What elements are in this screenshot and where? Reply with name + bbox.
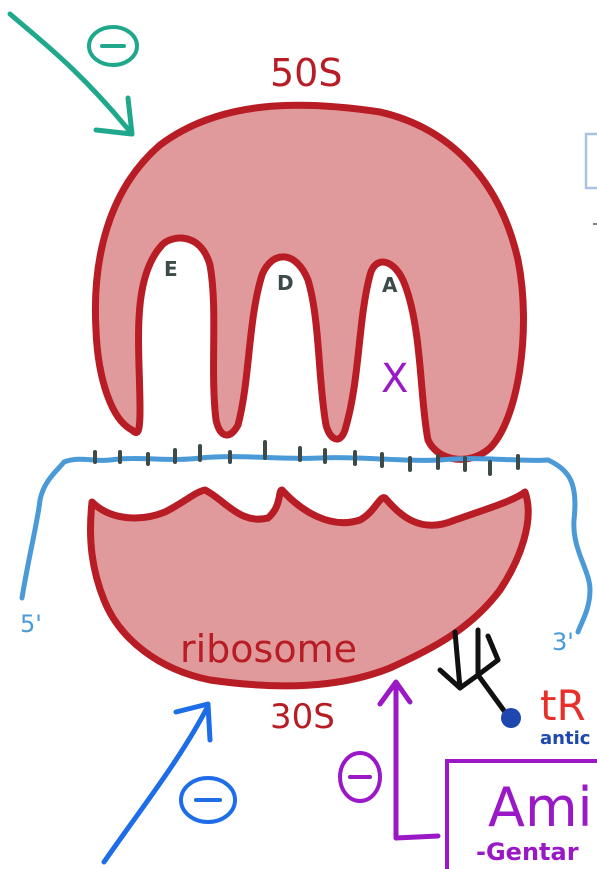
teal-minus-circle-icon	[89, 27, 137, 65]
purple-arrow-icon	[380, 682, 438, 838]
ribosome-label: ribosome	[180, 627, 357, 671]
drug-class-label: Amin	[488, 776, 597, 839]
trna-icon	[440, 630, 505, 712]
purple-minus-circle-icon	[340, 753, 380, 801]
site-e-label: E	[164, 257, 178, 281]
large-subunit-50s	[95, 105, 523, 459]
blocked-mark: X	[381, 356, 408, 402]
three-prime-label: 3'	[552, 628, 574, 656]
site-a-label: A	[382, 273, 398, 297]
trna-label: tR	[540, 681, 586, 730]
drug-example-label: -Gentar	[476, 838, 579, 866]
site-d-label: D	[277, 271, 294, 295]
teal-arrow-icon	[10, 14, 132, 134]
anticodon-label: antic	[540, 728, 590, 749]
large-subunit-label: 50S	[270, 51, 342, 95]
faint-partial-box	[586, 134, 597, 224]
trna-anticodon-ball	[501, 708, 521, 728]
small-subunit-label: 30S	[270, 697, 335, 737]
five-prime-label: 5'	[20, 610, 42, 638]
blue-minus-circle-icon	[181, 778, 235, 822]
